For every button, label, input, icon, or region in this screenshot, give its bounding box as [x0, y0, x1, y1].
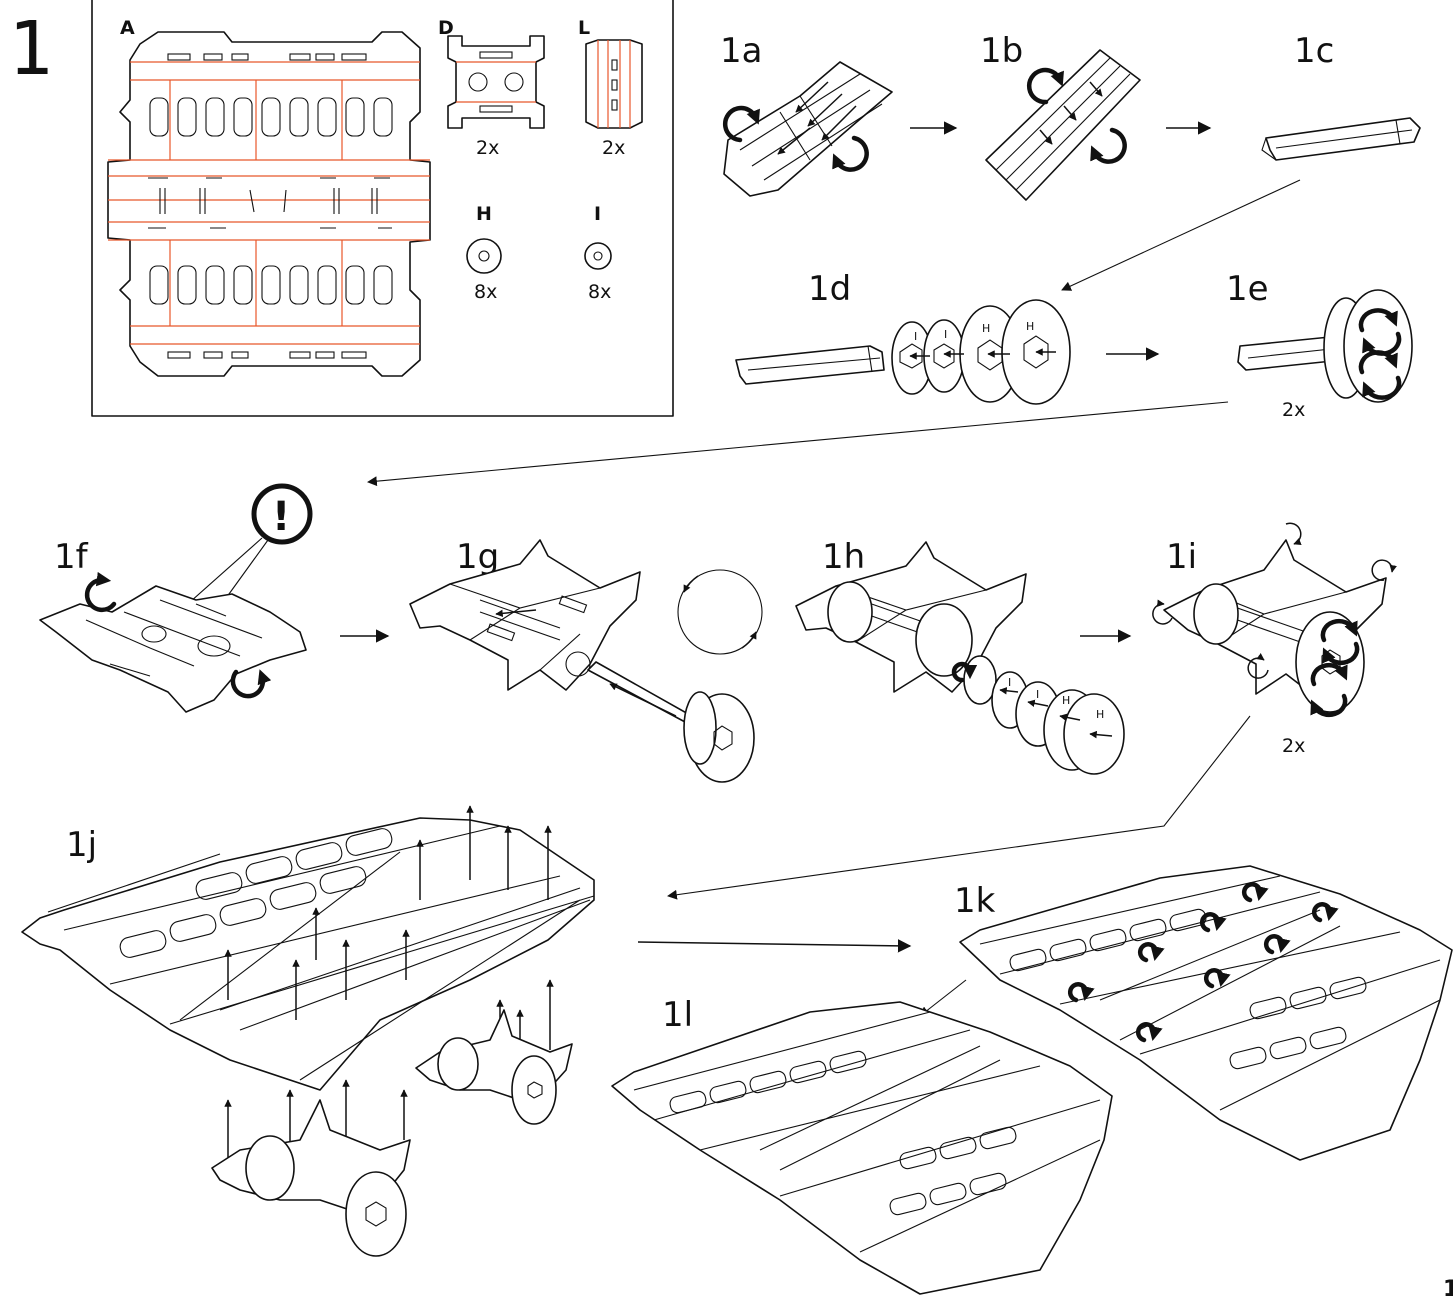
- step-1l: 1l: [611, 995, 1113, 1295]
- step-1h: 1h H H I I: [795, 537, 1125, 775]
- part-d: D 2x: [438, 17, 545, 159]
- step-1a: 1a: [720, 31, 893, 197]
- wheel-h-mark-2: H: [1026, 320, 1034, 333]
- step-1f-label: 1f: [54, 537, 89, 577]
- h-mark-1: H: [1062, 694, 1070, 707]
- step-1d-label: 1d: [808, 269, 851, 309]
- part-l: L 2x: [578, 17, 643, 159]
- page-number: 1: [1443, 1277, 1453, 1298]
- step-1i: 1i 2x: [1152, 522, 1397, 757]
- wheel-i-mark-1: I: [914, 330, 917, 343]
- h-mark-2: H: [1096, 708, 1104, 721]
- step-1j: 1j: [21, 805, 595, 1257]
- step-1c-label: 1c: [1294, 31, 1334, 71]
- step-1e-repeat: 2x: [1282, 399, 1305, 421]
- wheel-i-mark-2: I: [944, 328, 947, 341]
- step-1g-label: 1g: [456, 537, 499, 577]
- step-1b: 1b: [980, 31, 1141, 201]
- part-i-label: I: [594, 203, 601, 225]
- step-1e: 1e 2x: [1226, 269, 1413, 421]
- step-1g: 1g: [409, 537, 755, 783]
- warning-icon: !: [251, 483, 313, 545]
- part-i-qty: 8x: [588, 281, 611, 303]
- step-1e-label: 1e: [1226, 269, 1269, 309]
- step-1k: 1k: [954, 865, 1453, 1161]
- main-step-number: 1: [8, 6, 53, 92]
- part-d-label: D: [438, 17, 454, 39]
- part-a-label: A: [120, 17, 135, 39]
- part-l-label: L: [578, 17, 590, 39]
- part-h: H 8x: [466, 203, 502, 303]
- step-1b-label: 1b: [980, 31, 1023, 71]
- part-h-qty: 8x: [474, 281, 497, 303]
- step-1i-label: 1i: [1166, 537, 1197, 577]
- warning-symbol: !: [272, 494, 290, 540]
- part-h-label: H: [476, 203, 492, 225]
- step-1j-label: 1j: [66, 825, 97, 865]
- step-1d: 1d I I H H: [735, 269, 1071, 405]
- part-l-qty: 2x: [602, 137, 625, 159]
- step-1a-label: 1a: [720, 31, 762, 71]
- step-1c: 1c: [1261, 31, 1421, 161]
- step-1i-repeat: 2x: [1282, 735, 1305, 757]
- wheel-h-mark-1: H: [982, 322, 990, 335]
- part-i: I 8x: [584, 203, 612, 303]
- step-1f: 1f !: [39, 483, 313, 713]
- i-mark-1: I: [1008, 676, 1011, 689]
- step-1k-label: 1k: [954, 881, 996, 921]
- step-1h-label: 1h: [822, 537, 865, 577]
- i-mark-2: I: [1036, 688, 1039, 701]
- rotate-view-icon: [677, 569, 763, 655]
- part-d-qty: 2x: [476, 137, 499, 159]
- step-1l-label: 1l: [662, 995, 693, 1035]
- parts-box: A: [91, 0, 674, 417]
- part-a-net: A: [107, 17, 431, 377]
